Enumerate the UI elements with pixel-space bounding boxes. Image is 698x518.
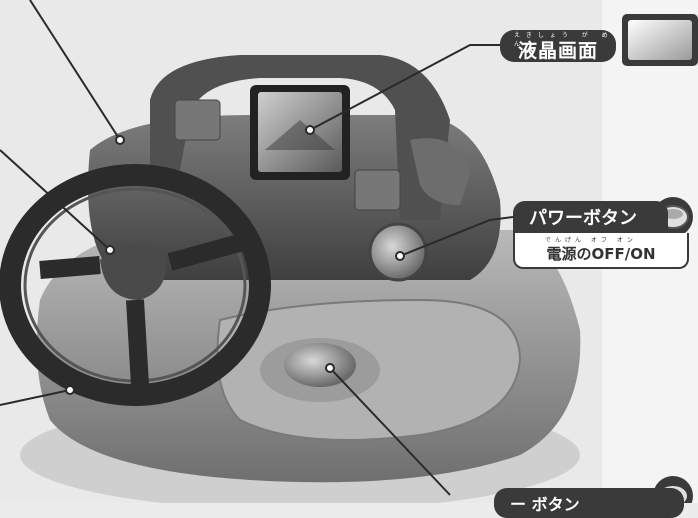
bottom-label-text: ー ボタン — [510, 495, 580, 514]
lcd-screen-label: えきしょう が めん 液晶画面 — [500, 30, 616, 62]
power-button-label: パワーボタン — [513, 201, 668, 233]
lcd-label-text: 液晶画面 — [517, 40, 598, 62]
power-sub-furigana: でんげん オフ オン — [545, 237, 637, 244]
wheel-hub — [100, 244, 166, 300]
lcd-screen-icon — [622, 14, 698, 66]
steering-toy-illustration — [0, 0, 698, 503]
lcd-furigana: えきしょう が めん — [514, 32, 614, 48]
round-button — [284, 343, 356, 387]
steering-wheel — [0, 164, 271, 406]
power-sub-label: でんげん オフ オン 電源のOFF/ON — [513, 233, 689, 269]
bottom-button-label: ー ボタン — [494, 488, 684, 518]
power-sub-text: 電源のOFF/ON — [546, 244, 656, 263]
power-label-text: パワーボタン — [529, 208, 637, 229]
